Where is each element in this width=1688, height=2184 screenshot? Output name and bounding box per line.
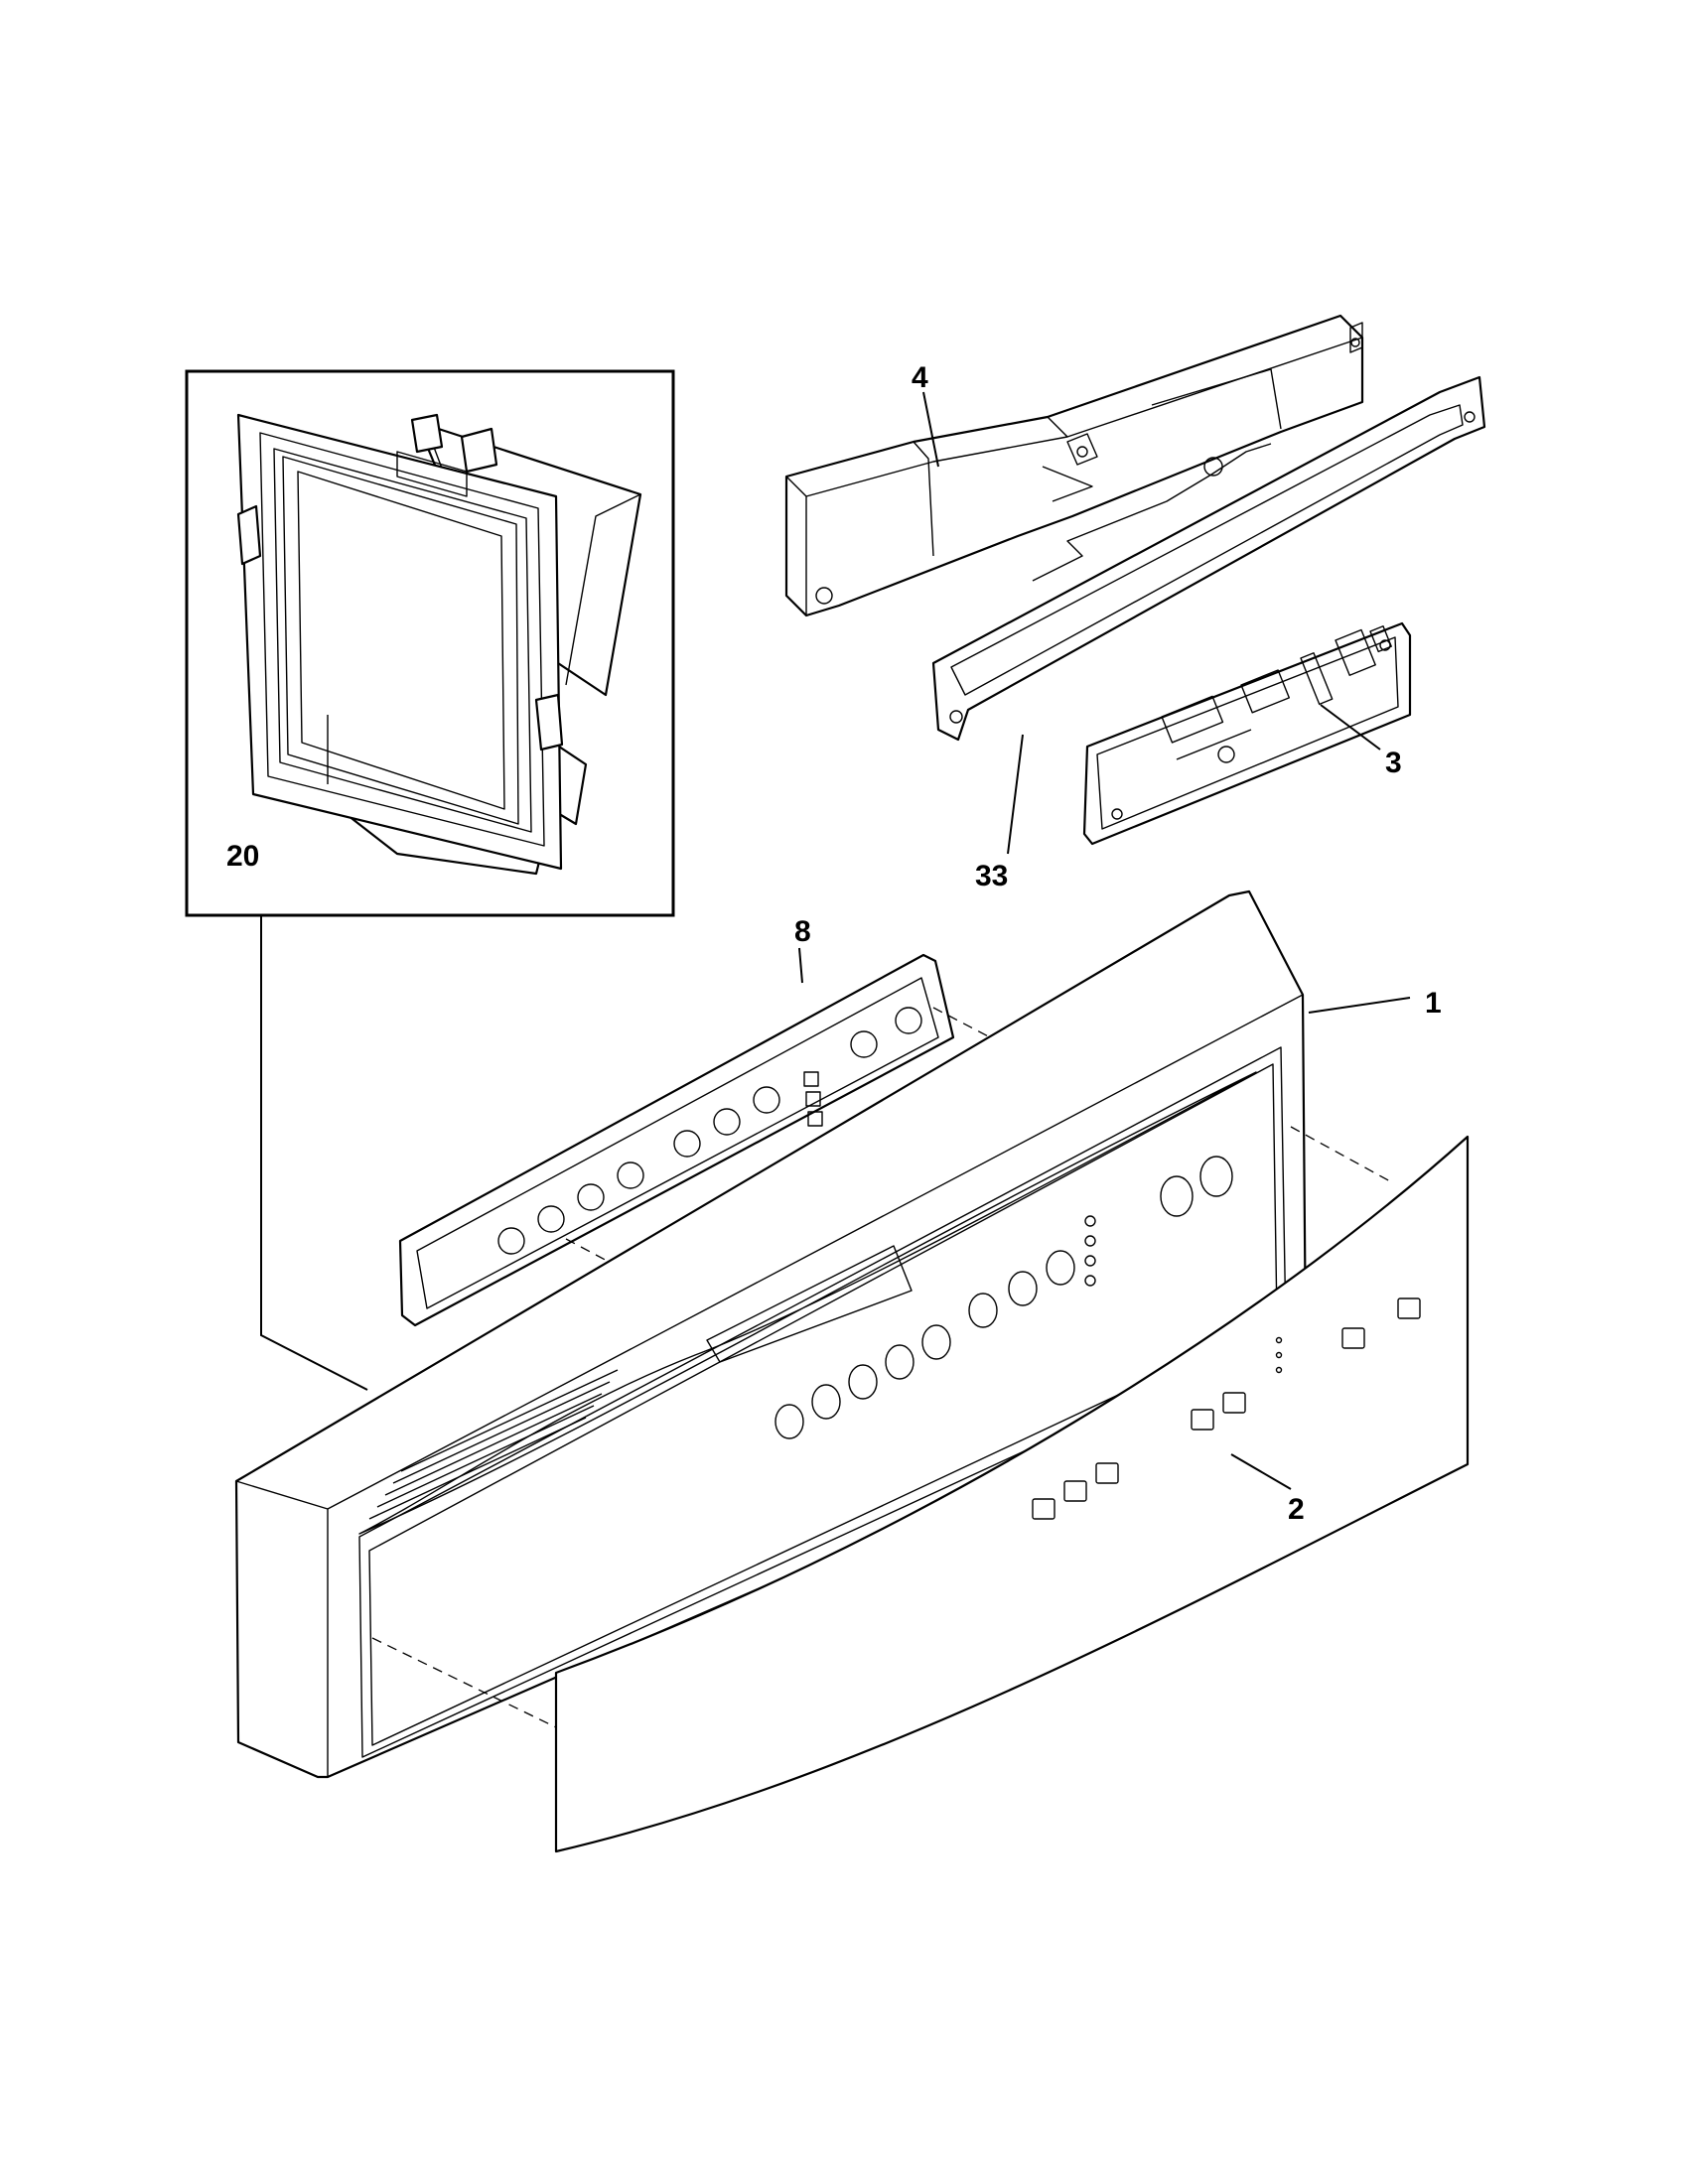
- overlay-button-legends: [1032, 1297, 1421, 1520]
- callout-3: 3: [1385, 747, 1402, 779]
- callout-20: 20: [226, 840, 259, 873]
- callout-8: 8: [794, 915, 811, 948]
- overlay-panel-part-2: [554, 1135, 1470, 1853]
- callout-2: 2: [1288, 1493, 1305, 1526]
- switch-board-part-8: [398, 953, 1039, 1327]
- dispenser-assembly-part-20: [236, 413, 642, 876]
- control-housing-part-4: [784, 314, 1364, 617]
- callout-4: 4: [912, 361, 928, 394]
- control-board-part-3: [1082, 621, 1412, 846]
- callout-1: 1: [1425, 987, 1442, 1020]
- callout-33: 33: [975, 860, 1008, 892]
- gasket-frame-part-33: [931, 375, 1486, 742]
- control-console-part-1: [234, 889, 1391, 1779]
- console-buttons: [774, 1156, 1233, 1439]
- vent-slots: [368, 1369, 619, 1520]
- switch-buttons: [497, 1007, 922, 1255]
